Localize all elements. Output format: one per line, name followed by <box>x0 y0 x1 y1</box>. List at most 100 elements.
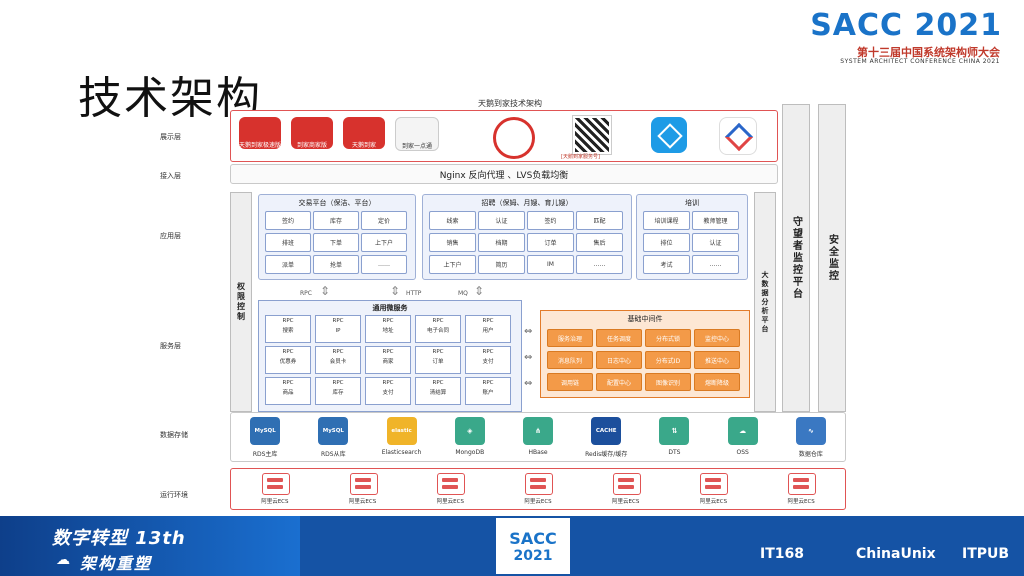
microservice-cell: RPC 商品 <box>265 377 311 405</box>
sacc-logo: SACC 2021 <box>810 8 1002 43</box>
double-arrow-icon: ⇕ <box>474 284 485 298</box>
footer-sacc-text: SACC <box>509 528 557 548</box>
app-cell: 签约 <box>265 211 311 230</box>
protocol-label: MQ <box>458 290 468 297</box>
middleware-cell: 分布式ID <box>645 351 691 369</box>
service-name: 支付 <box>482 359 494 365</box>
app-label: 到家一点通 <box>401 143 432 150</box>
app-cell: 库存 <box>313 211 359 230</box>
storage-label: OSS <box>736 449 749 456</box>
security-monitor-bar: 安全监控 <box>818 104 846 412</box>
app-cell: 上下户 <box>361 233 407 252</box>
app-cell: 派单 <box>265 255 311 274</box>
service-name: 清结算 <box>429 390 447 396</box>
app-label: 天鹅到家极速版 <box>239 142 282 149</box>
datawarehouse-icon: ∿ <box>795 417 826 445</box>
middleware-title: 基础中间件 <box>627 315 663 323</box>
service-name: 商品 <box>282 390 294 396</box>
app-cell: 上下户 <box>429 255 476 274</box>
app-cell: 下单 <box>313 233 359 252</box>
app-group-title: 招聘（保姆、月嫂、育儿嫂） <box>481 199 573 207</box>
access-layer: Nginx 反向代理 、LVS负载均衡 <box>230 164 778 184</box>
rpc-label: RPC <box>282 380 294 386</box>
storage-label: RDS从库 <box>321 451 346 458</box>
rpc-label: RPC <box>332 349 344 355</box>
app-cell: 教师管理 <box>692 211 739 230</box>
display-layer: 天鹅到家极速版 到家商家版 天鹅到家 到家一点通 [天鹅到家服务号] <box>230 110 778 162</box>
middleware-cell: 监控中心 <box>694 329 740 347</box>
elastic-icon: elastic <box>386 417 417 445</box>
ecs-item: 阿里云ECS <box>601 473 651 507</box>
service-name: 会员卡 <box>329 359 347 365</box>
footer-sacc-logo: SACC 2021 <box>496 518 570 574</box>
ecs-item: 阿里云ECS <box>776 473 826 507</box>
storage-label: Elasticsearch <box>381 449 422 456</box>
microservices-title: 通用微服务 <box>372 304 408 312</box>
app-icon-onepass: 到家一点通 <box>395 117 439 151</box>
app-label: 到家商家版 <box>296 142 327 149</box>
storage-item: ⋔HBase <box>498 415 578 461</box>
ecs-label: 阿里云ECS <box>787 499 815 505</box>
app-cell: …… <box>692 255 739 274</box>
footer-slogan-1: 数字转型 13th <box>52 528 186 549</box>
app-cell: …… <box>576 255 623 274</box>
middleware-cell: 推送中心 <box>694 351 740 369</box>
app-cell: 认证 <box>478 211 525 230</box>
app-icon-express: 天鹅到家极速版 <box>239 117 281 149</box>
server-icon <box>437 473 466 495</box>
server-icon <box>700 473 729 495</box>
app-cell: 排位 <box>643 233 690 252</box>
app-cell: 销售 <box>429 233 476 252</box>
permission-control-bar: 权限控制 <box>230 192 252 412</box>
server-icon <box>612 473 641 495</box>
service-name: IP <box>335 328 341 334</box>
middleware-cell: 服务治理 <box>547 329 593 347</box>
architecture-diagram: 天鹅到家技术架构 展示层 接入层 应用层 服务层 数据存储 运行环境 天鹅到家极… <box>160 98 860 516</box>
service-name: 商家 <box>382 359 394 365</box>
bidirectional-arrow-icon: ⇔ <box>524 326 533 337</box>
app-cell: 考试 <box>643 255 690 274</box>
app-cell: 排班 <box>265 233 311 252</box>
middleware-cell: 消息队列 <box>547 351 593 369</box>
app-cell: …… <box>361 255 407 274</box>
service-name: 账户 <box>482 390 494 396</box>
ecs-item: 阿里云ECS <box>425 473 475 507</box>
server-icon <box>349 473 378 495</box>
ecs-item: 阿里云ECS <box>250 473 300 507</box>
service-name: 订单 <box>432 359 444 365</box>
rpc-label: RPC <box>382 380 394 386</box>
storage-label: 数据仓库 <box>798 451 823 458</box>
hbase-icon: ⋔ <box>523 417 553 445</box>
diagram-title: 天鹅到家技术架构 <box>478 99 542 108</box>
ecs-item: 阿里云ECS <box>338 473 388 507</box>
page-title: 技术架构 <box>78 73 262 124</box>
storage-label: DTS <box>668 449 681 456</box>
server-icon <box>788 473 817 495</box>
cache-icon: CACHE <box>591 417 622 445</box>
app-cell: 档期 <box>478 233 525 252</box>
app-cell: 简历 <box>478 255 525 274</box>
server-icon <box>261 473 290 495</box>
ecs-item: 阿里云ECS <box>688 473 738 507</box>
ecs-label: 阿里云ECS <box>699 499 728 505</box>
ecs-label: 阿里云ECS <box>261 499 289 505</box>
sponsor-itpub: ITPUB <box>962 546 1010 562</box>
app-icon-merchant: 到家商家版 <box>291 117 333 149</box>
service-name: 搜索 <box>282 328 294 334</box>
app-cell: 线索 <box>429 211 476 230</box>
rpc-label: RPC <box>432 318 444 324</box>
